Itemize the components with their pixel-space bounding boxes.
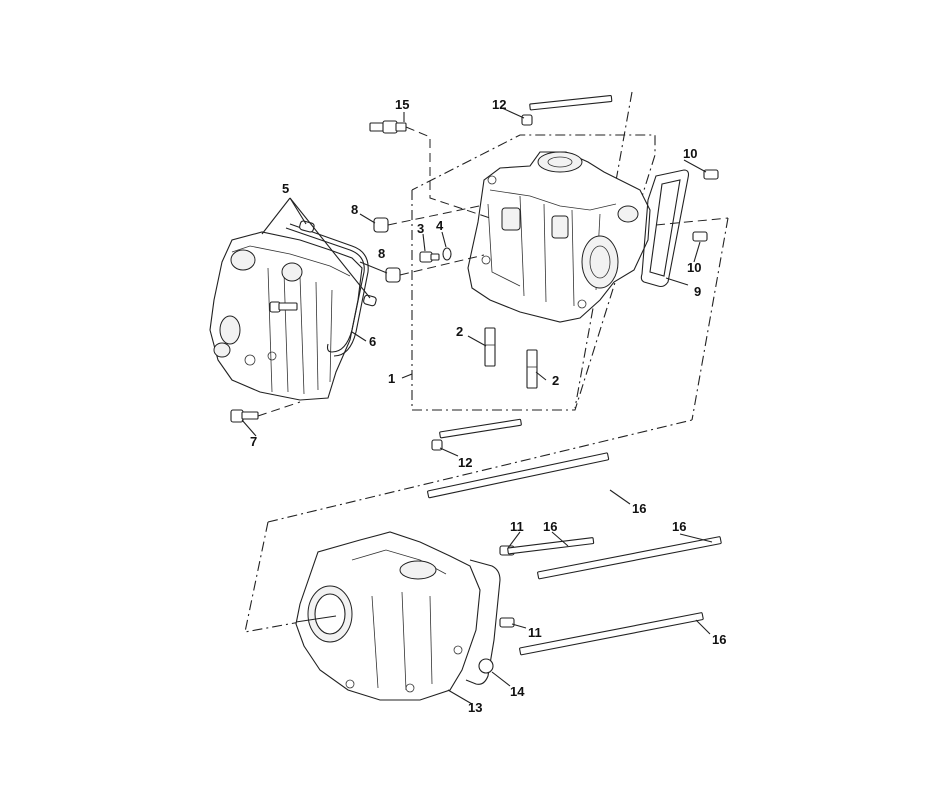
callout-16b: 16 — [543, 519, 557, 534]
dowel-11b — [499, 617, 515, 628]
stud-16a — [427, 452, 610, 499]
fitting-3 — [419, 251, 440, 263]
stud-16d — [519, 612, 704, 656]
callout-13: 13 — [468, 700, 482, 715]
dowel-10b — [692, 231, 708, 242]
long-bolt-12a — [521, 94, 613, 126]
stud-2b — [526, 349, 538, 389]
cover-gasket — [285, 223, 369, 357]
callout-14: 14 — [510, 684, 525, 699]
cylinder-head-cover — [209, 231, 363, 401]
bolt-7 — [230, 409, 259, 423]
callout-16c: 16 — [672, 519, 686, 534]
cylinder-gasket — [465, 559, 501, 685]
callout-10b: 10 — [687, 260, 701, 275]
dowel-10a — [703, 169, 719, 180]
cap-nut-8b — [385, 267, 401, 283]
long-bolt-12b — [431, 418, 522, 451]
stud-16b — [507, 537, 595, 555]
callout-9: 9 — [694, 284, 701, 299]
spark-plug-15 — [369, 120, 407, 134]
callout-10a: 10 — [683, 146, 697, 161]
bolt-cover — [269, 301, 298, 313]
assembly-boundary-head — [411, 134, 656, 411]
callout-15: 15 — [395, 97, 409, 112]
callout-16d: 16 — [712, 632, 726, 647]
callout-2b: 2 — [552, 373, 559, 388]
cylinder-head — [467, 151, 651, 323]
stud-16c — [537, 536, 722, 580]
callout-11a: 11 — [510, 519, 524, 534]
callout-5: 5 — [282, 181, 289, 196]
callout-7: 7 — [250, 434, 257, 449]
callout-6: 6 — [369, 334, 376, 349]
callout-2a: 2 — [456, 324, 463, 339]
stud-2a — [484, 327, 496, 367]
callout-1: 1 — [388, 371, 395, 386]
washer-4 — [442, 247, 452, 261]
callout-12b: 12 — [458, 455, 472, 470]
exhaust-gasket — [640, 169, 690, 288]
callout-8b: 8 — [378, 246, 385, 261]
dowel-pin-5b — [363, 294, 377, 307]
callout-16a: 16 — [632, 501, 646, 516]
callout-8a: 8 — [351, 202, 358, 217]
cylinder-block — [295, 531, 481, 701]
callout-12a: 12 — [492, 97, 506, 112]
callout-4: 4 — [436, 218, 444, 233]
cap-nut-8a — [373, 217, 389, 233]
callout-11b: 11 — [528, 625, 542, 640]
leader-lines — [241, 107, 713, 705]
callout-3: 3 — [417, 221, 424, 236]
